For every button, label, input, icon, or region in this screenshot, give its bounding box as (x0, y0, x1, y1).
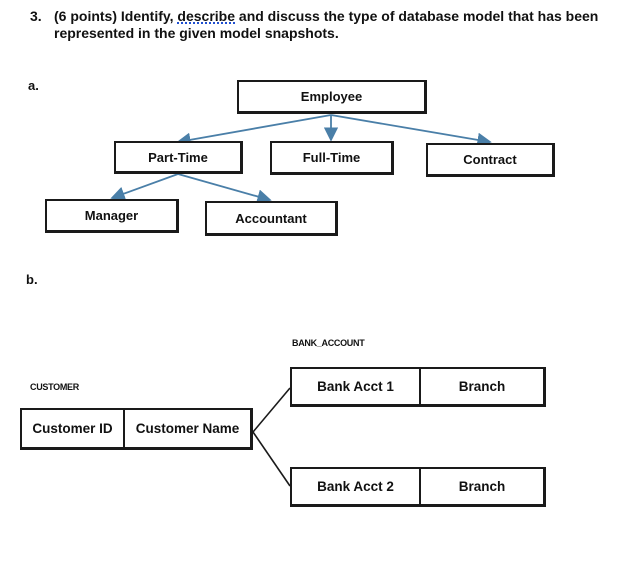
connector-customer-bank1 (252, 387, 291, 433)
manager-node-label: Manager (84, 208, 139, 223)
question-text-line2: represented in the given model snapshots… (54, 25, 339, 41)
accountant-node-label: Accountant (235, 210, 307, 226)
employee-node-label: Employee (300, 89, 363, 104)
question-number: 3. (30, 8, 42, 24)
bank-account-record-1: Bank Acct 1 Branch (290, 367, 546, 407)
question-text: (6 points) Identify, describe and discus… (54, 8, 614, 42)
accountant-node: Accountant (205, 201, 338, 236)
bank-acct-2-branch-field: Branch (419, 469, 543, 504)
bank-account-record-2: Bank Acct 2 Branch (290, 467, 546, 507)
fulltime-node: Full-Time (270, 141, 394, 175)
connector-customer-bank2 (252, 431, 291, 487)
contract-node: Contract (426, 143, 555, 177)
fulltime-node-label: Full-Time (302, 150, 361, 165)
parttime-node-label: Part-Time (148, 149, 208, 165)
spellcheck-flagged-word[interactable]: describe (177, 8, 236, 24)
question-text-part2: and discuss the type of database model t… (235, 8, 599, 24)
question-points: (6 points) (54, 8, 117, 24)
parttime-node: Part-Time (114, 141, 243, 174)
question-text-part1: Identify, (117, 8, 178, 24)
connector-parttime-manager (110, 173, 179, 201)
bank-acct-1-branch-field: Branch (419, 369, 543, 404)
bank-acct-1-field: Bank Acct 1 (317, 379, 394, 394)
customer-table-label: CUSTOMER (30, 382, 79, 392)
connector-employee-contract (330, 114, 492, 147)
connector-parttime-accountant (177, 173, 272, 204)
customer-record: Customer ID Customer Name (20, 408, 253, 450)
bank-account-table-label: BANK_ACCOUNT (292, 338, 365, 348)
manager-node: Manager (45, 199, 179, 233)
employee-node: Employee (237, 80, 427, 114)
connector-employee-parttime (176, 114, 332, 147)
bank-acct-2-field: Bank Acct 2 (317, 479, 394, 494)
customer-id-field: Customer ID (32, 421, 113, 436)
part-b-label: b. (26, 272, 38, 287)
part-a-label: a. (28, 78, 39, 93)
customer-name-field: Customer Name (123, 410, 250, 447)
contract-node-label: Contract (463, 152, 517, 167)
